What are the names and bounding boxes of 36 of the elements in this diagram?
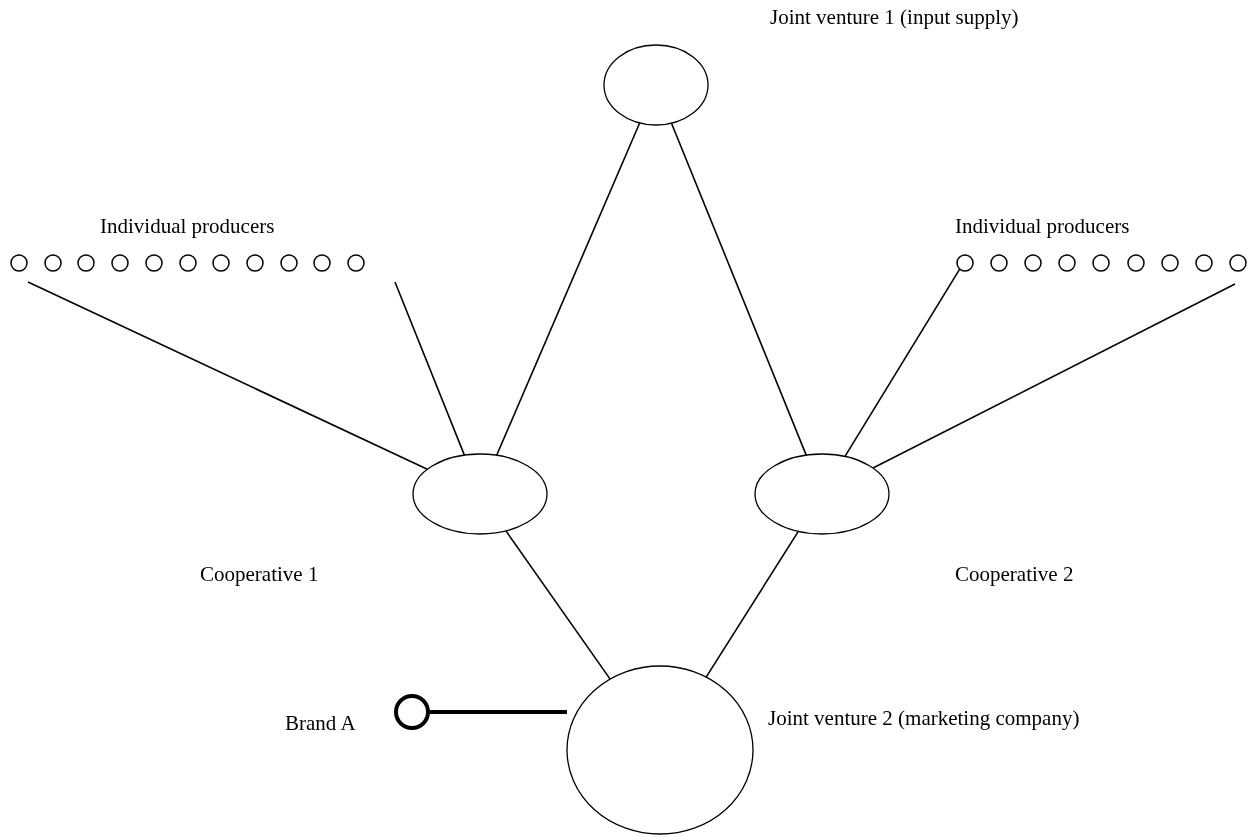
node-label: Joint venture 2 (marketing company): [768, 706, 1080, 732]
producer-circle: [244, 253, 265, 273]
producer-circle: [312, 253, 333, 273]
connector-line: [844, 268, 961, 458]
producer-circle: [989, 253, 1010, 273]
producer-circle: [1057, 253, 1078, 273]
connector-line: [27, 281, 429, 471]
node-label: Joint venture 1 (input supply): [770, 5, 1019, 31]
producer-circle: [1091, 253, 1112, 273]
connector-line: [670, 122, 807, 456]
connector-line: [428, 710, 567, 714]
producer-circle: [110, 253, 131, 273]
node-label: Individual producers: [100, 214, 275, 240]
node-label: Cooperative 2: [955, 562, 1074, 588]
connector-line: [705, 530, 800, 678]
producer-circle: [1193, 253, 1214, 273]
producer-circle: [1125, 253, 1146, 273]
producer-circle: [1227, 253, 1248, 273]
producer-circle: [955, 253, 975, 273]
producer-circle: [143, 253, 164, 273]
producer-circle: [1023, 253, 1044, 273]
producer-circle: [76, 253, 97, 273]
node-label: Cooperative 1: [200, 562, 319, 588]
producer-circle: [211, 253, 232, 273]
producer-circle: [346, 253, 366, 273]
producer-circle: [278, 253, 299, 273]
connector-line: [495, 122, 641, 457]
producer-circle: [42, 253, 63, 273]
producer-circle: [9, 253, 29, 273]
connector-line: [394, 281, 466, 456]
connector-line: [872, 283, 1236, 469]
producer-circle: [1159, 253, 1180, 273]
producer-circle: [177, 253, 198, 273]
node-label: Individual producers: [955, 214, 1130, 240]
node-label: Brand A: [285, 711, 356, 737]
connector-line: [505, 530, 611, 680]
